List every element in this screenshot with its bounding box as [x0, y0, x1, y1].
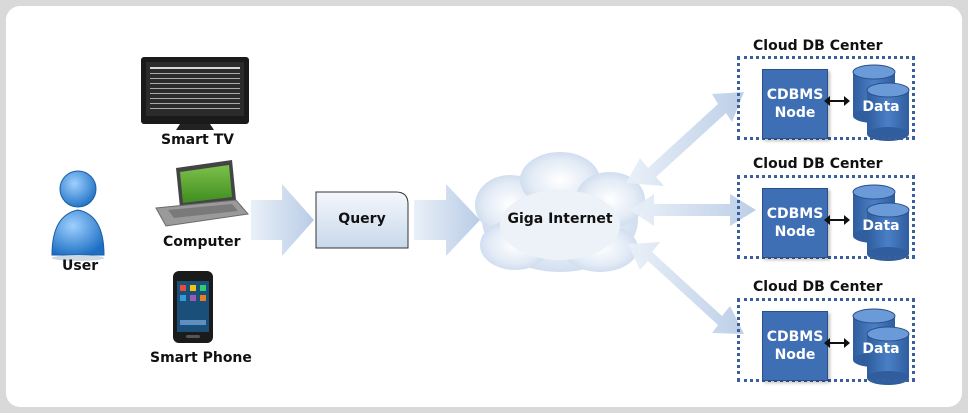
- query-label: Query: [338, 211, 386, 227]
- data-cylinders-2: [852, 184, 910, 261]
- tv-icon: [141, 57, 249, 130]
- double-arrow-icon: [824, 215, 850, 225]
- db-center-title-1: Cloud DB Center: [753, 38, 883, 54]
- arrow-to-db-3: [628, 242, 744, 334]
- laptop-icon: [155, 160, 249, 227]
- arrow-to-db-2: [630, 194, 756, 226]
- computer-label: Computer: [163, 234, 241, 250]
- double-arrow-icon: [824, 96, 850, 106]
- smart-phone-label: Smart Phone: [150, 350, 252, 366]
- data-label-3: Data: [862, 341, 900, 357]
- user-icon: [51, 170, 105, 261]
- phone-icon: [173, 271, 213, 343]
- arrow-to-internet: [414, 184, 480, 256]
- data-cylinders-1: [852, 64, 910, 141]
- smart-tv-label: Smart TV: [161, 132, 234, 148]
- cloud-shape: [475, 152, 645, 272]
- query-box: [315, 191, 409, 249]
- internet-label: Giga Internet: [507, 211, 613, 227]
- arrow-to-query: [251, 184, 314, 256]
- user-label: User: [62, 258, 99, 274]
- db-center-title-3: Cloud DB Center: [753, 279, 883, 295]
- db-center-title-2: Cloud DB Center: [753, 156, 883, 172]
- double-arrow-icon: [824, 338, 850, 348]
- data-label-1: Data: [862, 99, 900, 115]
- arrow-to-db-1: [626, 92, 744, 186]
- data-label-2: Data: [862, 218, 900, 234]
